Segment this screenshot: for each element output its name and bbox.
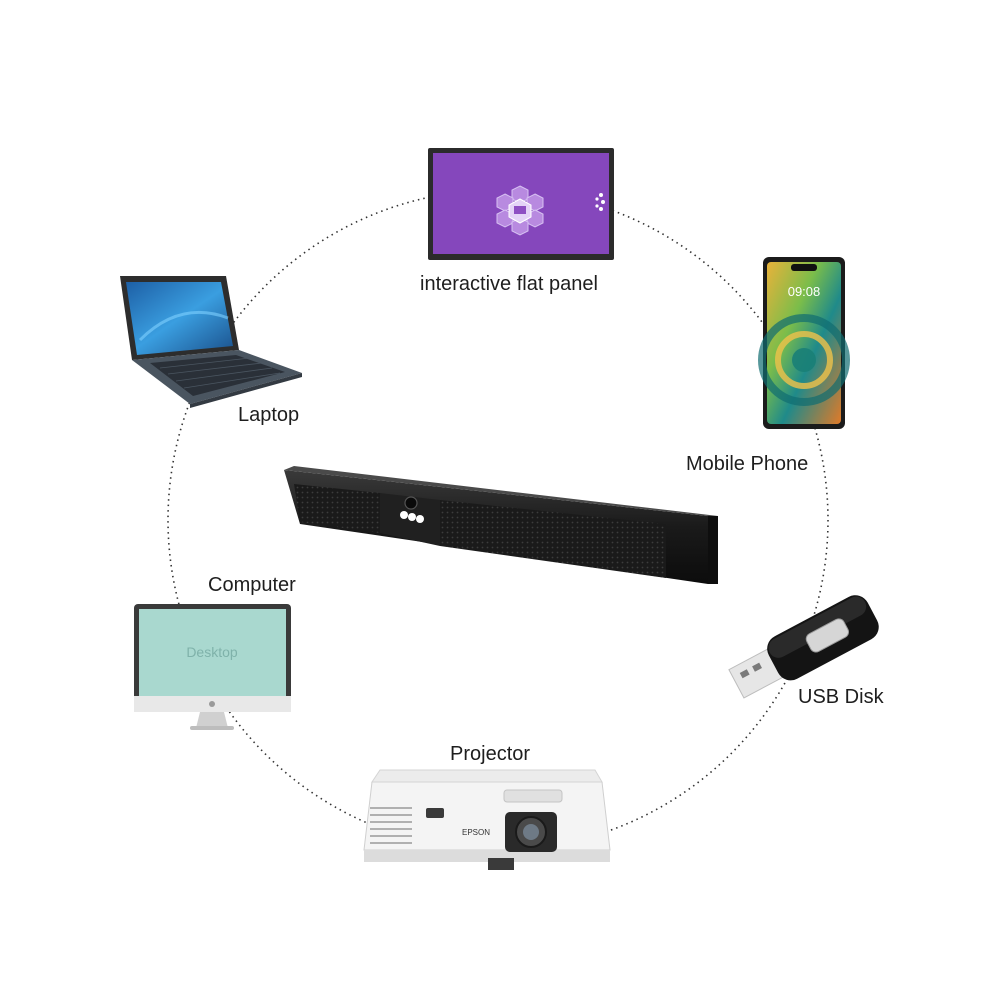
label-interactive-flat-panel: interactive flat panel [420, 273, 598, 296]
soundbar-camera-icon [284, 466, 718, 584]
label-laptop: Laptop [238, 404, 299, 427]
computer-screen-text: Desktop [186, 644, 238, 660]
interactive-flat-panel-icon [428, 148, 614, 260]
label-usb-disk: USB Disk [798, 686, 884, 709]
label-computer: Computer [208, 574, 296, 597]
label-projector: Projector [450, 743, 530, 766]
laptop-icon [120, 276, 302, 408]
desktop-computer-icon: Desktop [134, 604, 291, 730]
projector-brand: EPSON [462, 828, 490, 837]
projector-icon: EPSON [364, 770, 610, 870]
mobile-phone-icon: 09:08 [762, 257, 846, 429]
phone-clock: 09:08 [788, 284, 821, 299]
label-mobile-phone: Mobile Phone [686, 453, 808, 476]
